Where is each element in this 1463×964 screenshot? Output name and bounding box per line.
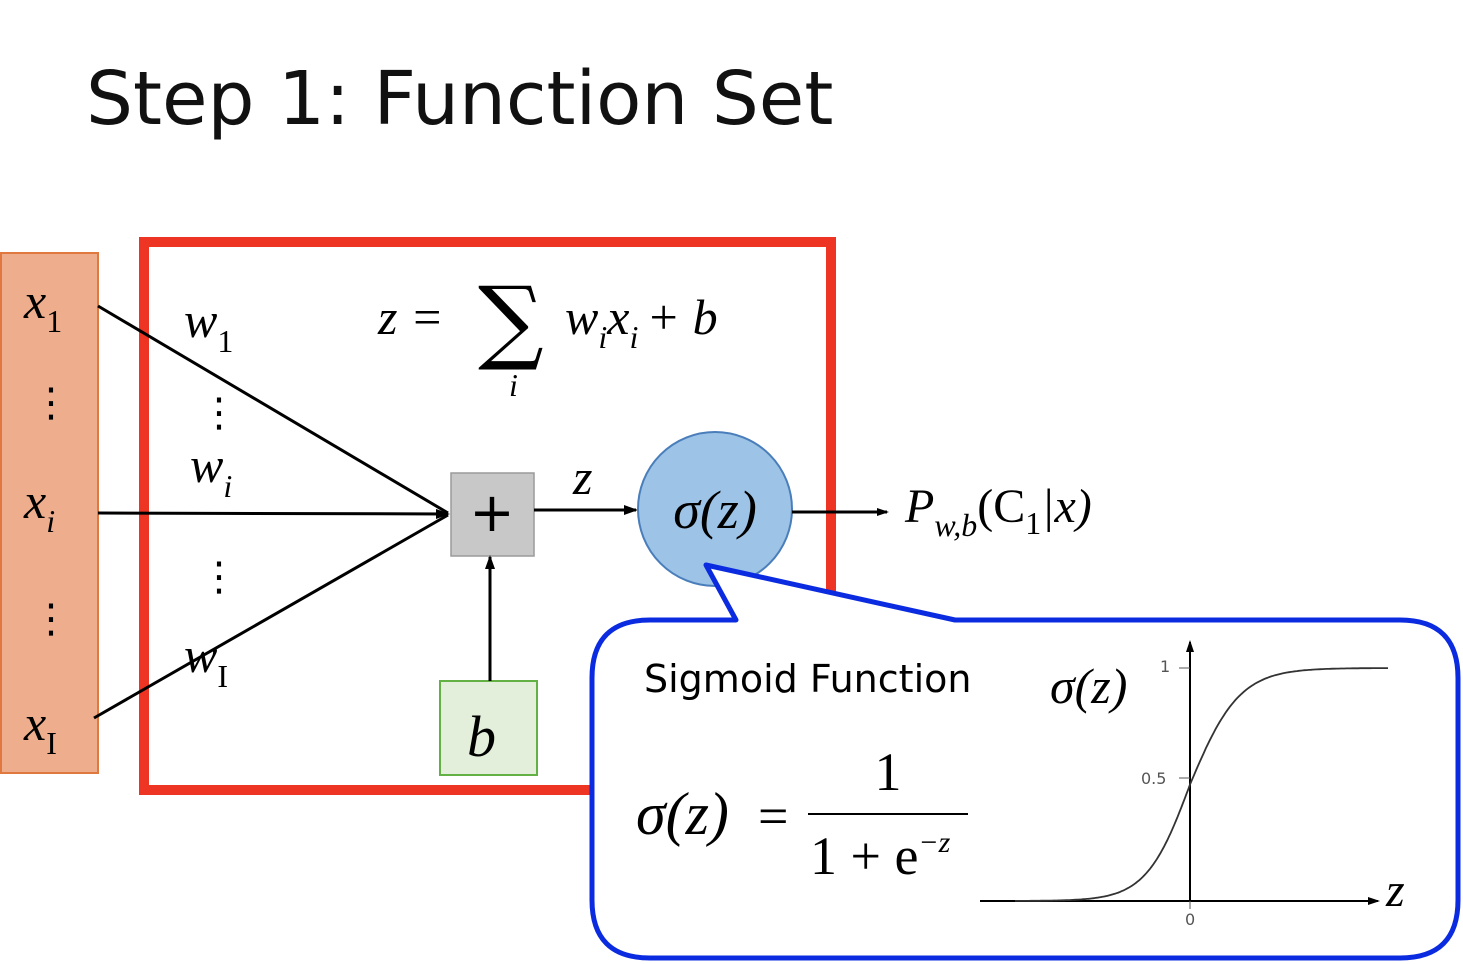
output-label: Pw,b(C1|x) <box>904 480 1092 543</box>
plot-xlabel: z <box>1385 864 1405 917</box>
svg-text:∑: ∑ <box>478 267 544 374</box>
plot-ylabel: σ(z) <box>1050 658 1127 714</box>
input-xI: xI <box>23 695 57 761</box>
bias-label: b <box>467 704 496 769</box>
input-x1: x1 <box>23 273 62 339</box>
svg-text:σ(z): σ(z) <box>636 781 729 847</box>
weight-wI: wI <box>184 627 228 694</box>
sigmoid-callout <box>589 562 1461 961</box>
sigmoid-formula: σ(z) = 1 1 + e−z <box>636 742 968 886</box>
input-dots-top: ⋮ <box>31 380 71 426</box>
sum-formula: z = ∑ i wixi+ b <box>377 267 718 403</box>
edge-x1 <box>97 304 449 515</box>
tick-label-y-top: 1 <box>1160 657 1170 676</box>
adder-box <box>450 472 535 557</box>
svg-text:=: = <box>758 786 788 846</box>
input-column <box>0 252 99 774</box>
weight-dots-top: ⋮ <box>199 390 239 436</box>
input-xi: xi <box>23 473 55 539</box>
svg-text:z =: z = <box>377 289 444 345</box>
sigmoid-plot: 1 0.5 0 σ(z) z <box>980 640 1405 929</box>
edge-xi <box>97 508 450 519</box>
svg-text:i: i <box>509 367 518 403</box>
z-label: z <box>572 449 592 505</box>
svg-text:1: 1 <box>875 742 902 802</box>
sigmoid-curve <box>1015 667 1388 902</box>
callout-heading: Sigmoid Function <box>644 657 971 701</box>
adder-symbol: + <box>469 481 514 544</box>
tick-label-x-zero: 0 <box>1185 910 1195 929</box>
sigmoid-node-label: σ(z) <box>673 480 757 540</box>
neuron-box <box>139 237 836 795</box>
weight-dots-bottom: ⋮ <box>199 554 239 600</box>
edge-xI <box>93 513 449 720</box>
svg-text:1 + e−z: 1 + e−z <box>810 826 951 886</box>
page-title: Step 1: Function Set <box>86 56 834 142</box>
weight-w1: w1 <box>184 292 233 359</box>
bias-box <box>439 680 538 776</box>
tick-label-y-mid: 0.5 <box>1141 769 1166 788</box>
svg-text:wixi+ b: wixi+ b <box>565 289 718 355</box>
weight-wi: wi <box>190 437 232 504</box>
input-dots-bottom: ⋮ <box>31 596 71 642</box>
